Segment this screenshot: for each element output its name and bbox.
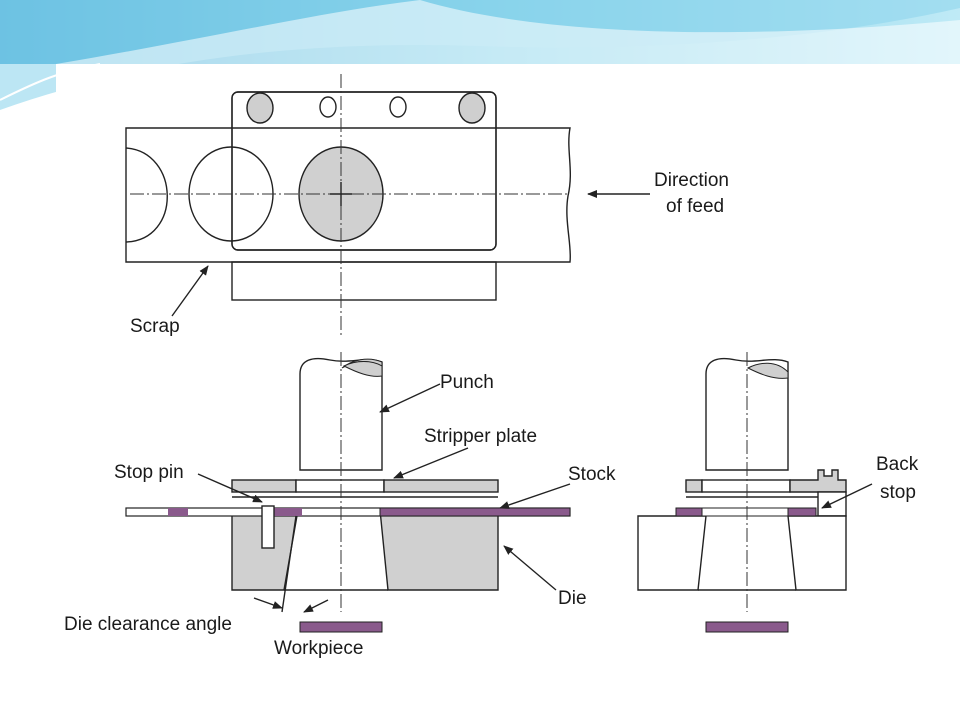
label-punch: Punch [440,372,494,393]
stripper-plate-left [231,479,297,493]
die-side-right [787,515,847,591]
label-die: Die [558,588,587,609]
workpiece [299,621,383,633]
label-stripper-plate: Stripper plate [424,426,537,447]
side-section-view [637,352,847,633]
label-scrap: Scrap [130,316,180,337]
front-section-view [125,352,571,633]
die-side-left [637,515,707,591]
label-direction-line2: of feed [666,196,724,217]
die-right [379,509,499,591]
label-direction-line1: Direction [654,170,729,191]
label-stock: Stock [568,464,616,485]
small-hole [389,96,407,118]
stripper-plate-right [383,479,499,493]
labels: Direction of feed Scrap Punch Stripper p… [64,170,919,659]
guide-hole [458,92,486,124]
stop-pin [261,505,275,549]
small-hole [319,96,337,118]
top-view [125,74,572,336]
stock-strip-top [125,127,572,263]
label-back-line1: Back [876,454,919,475]
guide-hole [246,92,274,124]
leader-arrows [171,190,873,613]
workpiece-side [705,621,789,633]
label-workpiece: Workpiece [274,638,363,659]
scrap-hole [125,147,168,243]
label-back-line2: stop [880,482,916,503]
back-stop [817,491,847,517]
label-die-clearance-angle: Die clearance angle [64,614,232,635]
label-stop-pin: Stop pin [114,462,184,483]
